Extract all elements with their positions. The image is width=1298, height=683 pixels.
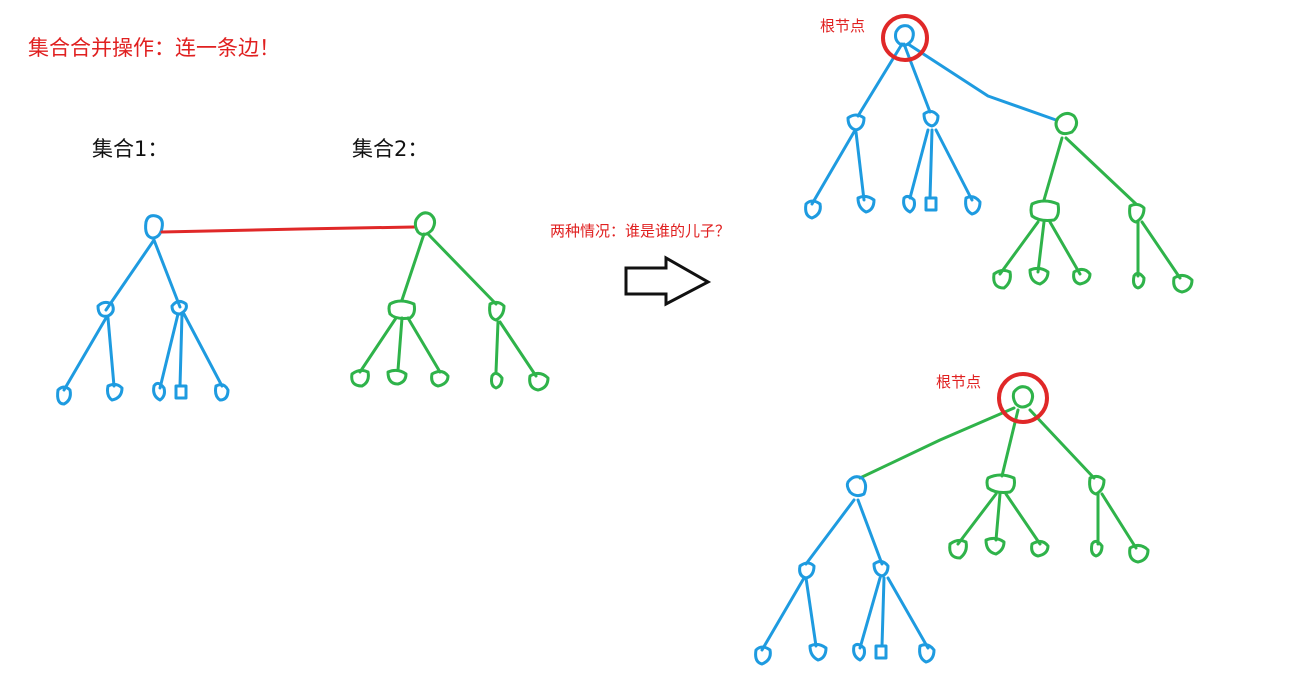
set-2-root-node bbox=[413, 211, 437, 237]
transform-arrow bbox=[624, 255, 712, 307]
root-node-label-top: 根节点 bbox=[820, 17, 866, 35]
set-1-tree bbox=[56, 214, 230, 406]
result-tree-set1-root bbox=[804, 24, 1194, 294]
set-1-label: 集合1： bbox=[92, 137, 169, 161]
bottom-root-highlight-circle bbox=[997, 372, 1049, 424]
bottom-root-node bbox=[1011, 385, 1035, 409]
set-2-label: 集合2： bbox=[352, 137, 429, 161]
set-1-root-node bbox=[144, 214, 164, 240]
root-node-label-bottom: 根节点 bbox=[936, 373, 982, 391]
diagram-title: 集合合并操作：连一条边！ bbox=[28, 36, 280, 60]
top-root-node bbox=[894, 24, 915, 47]
set-2-tree bbox=[350, 211, 550, 392]
top-root-highlight-circle bbox=[881, 14, 929, 62]
union-edge bbox=[160, 225, 416, 234]
question-note: 两种情况：谁是谁的儿子？ bbox=[550, 222, 731, 240]
result-tree-set2-root bbox=[754, 385, 1150, 666]
